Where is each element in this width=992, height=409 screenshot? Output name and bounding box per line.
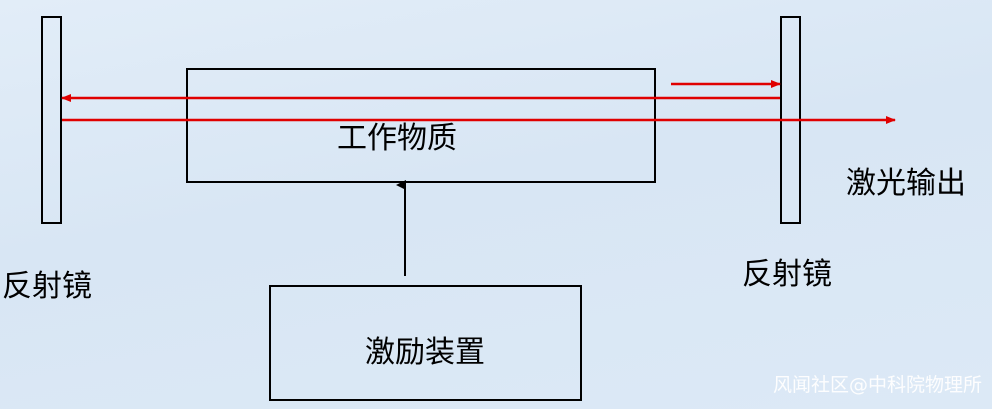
- pump-label: 激励装置: [365, 335, 485, 370]
- left-mirror: [41, 16, 62, 224]
- output-label: 激光输出: [846, 166, 966, 201]
- pump-device-box: [269, 285, 582, 401]
- left-mirror-label: 反射镜: [2, 269, 92, 304]
- medium-label: 工作物质: [337, 121, 457, 156]
- right-mirror-label: 反射镜: [742, 257, 832, 292]
- watermark-text: 风闻社区@中科院物理所: [772, 374, 982, 396]
- working-medium-box: [186, 68, 656, 183]
